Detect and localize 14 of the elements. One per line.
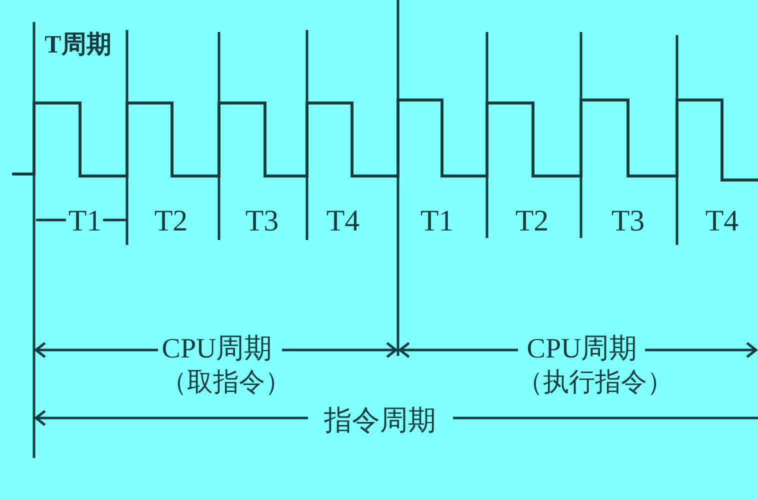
state-label: T3 [611, 204, 645, 238]
state-label: T4 [705, 204, 739, 238]
state-label: T3 [245, 204, 279, 238]
dimension-label: CPU周期 [526, 334, 638, 366]
dimension-label: 指令周期 [324, 406, 436, 438]
dimension-sublabel: （执行指令） [517, 368, 673, 398]
state-label: T1 [420, 204, 454, 238]
state-label: T2 [515, 204, 549, 238]
dimension-sublabel: （取指令） [161, 368, 291, 398]
state-label: T1 [68, 204, 102, 238]
dimension-label: CPU周期 [162, 334, 272, 366]
state-label: T4 [326, 204, 360, 238]
state-label: T2 [154, 204, 188, 238]
period-label: T周期 [44, 31, 112, 59]
